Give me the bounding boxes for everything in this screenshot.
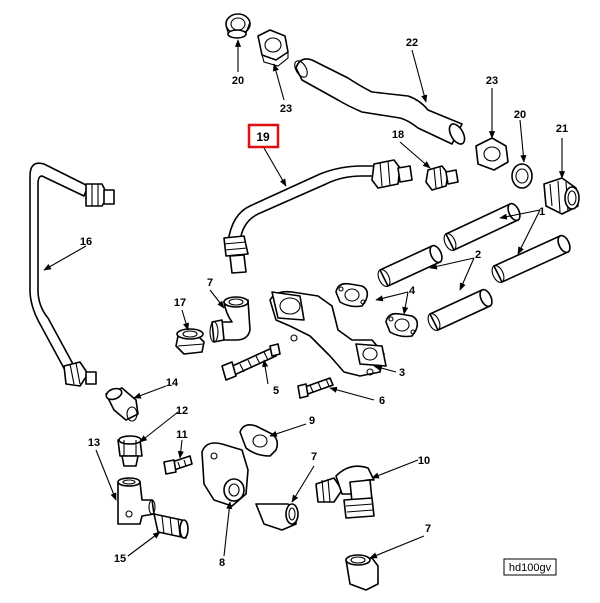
part-11-bolt — [163, 455, 193, 475]
callout-1: 1 — [539, 206, 545, 218]
callout-8: 8 — [219, 557, 225, 569]
highlight-box-19 — [247, 123, 280, 149]
callout-17: 17 — [174, 297, 186, 309]
part-20-ring-right — [511, 163, 533, 189]
part-6-bolt — [297, 377, 334, 399]
callout-6: 6 — [379, 395, 385, 407]
callout-22: 22 — [406, 37, 418, 49]
part-21-fitting — [543, 177, 580, 215]
part-13-tee — [117, 477, 156, 525]
callout-21: 21 — [556, 123, 568, 135]
callout-7-upper: 7 — [207, 277, 213, 289]
callout-19: 19 — [256, 130, 270, 144]
part-2-sleeve-lower — [427, 288, 493, 331]
part-4-gasket-upper — [335, 282, 369, 308]
callout-11: 11 — [176, 429, 188, 441]
callout-7-middle: 7 — [311, 451, 317, 463]
part-14-elbow — [105, 387, 139, 422]
part-16-long-tube — [29, 162, 115, 387]
callout-16: 16 — [80, 236, 92, 248]
callout-9: 9 — [309, 415, 315, 427]
callout-10: 10 — [418, 455, 430, 467]
part-3-manifold — [269, 290, 387, 377]
part-9-gasket — [239, 424, 279, 457]
callout-7-bottom: 7 — [425, 523, 431, 535]
callout-14: 14 — [166, 377, 179, 389]
callout-23-right: 23 — [486, 75, 498, 87]
part-23-nut-right — [475, 137, 509, 171]
part-4-gasket-lower — [385, 312, 419, 338]
part-22-hose — [294, 58, 466, 145]
callout-12: 12 — [176, 405, 188, 417]
callout-5: 5 — [273, 385, 279, 397]
callout-2: 2 — [475, 249, 481, 261]
callout-20-right: 20 — [514, 109, 526, 121]
part-7-elbow-upper — [209, 296, 251, 343]
reference-code: hd100gv — [503, 558, 557, 576]
callout-labels: 20 23 22 23 20 21 18 19 16 1 2 4 7 17 5 … — [80, 37, 568, 569]
part-10-tube — [315, 465, 375, 519]
callout-4: 4 — [409, 285, 416, 297]
part-20-ring-top — [225, 13, 251, 39]
part-7-elbow-middle — [255, 503, 299, 531]
callout-23-top: 23 — [280, 103, 292, 115]
part-5-bolt — [221, 343, 281, 381]
callout-3: 3 — [399, 367, 405, 379]
part-1-sleeve-lower — [491, 234, 571, 283]
part-19-bent-tube — [223, 159, 413, 274]
part-17-fitting — [175, 328, 205, 355]
part-7-elbow-bottom — [345, 554, 379, 591]
leader-lines — [43, 39, 566, 559]
part-12-fitting — [117, 435, 143, 467]
part-8-flange — [201, 442, 249, 507]
part-1-sleeve-upper — [443, 202, 521, 251]
callout-13: 13 — [88, 437, 100, 449]
part-15-plug — [153, 513, 189, 539]
reference-code-text: hd100gv — [509, 562, 552, 574]
callout-18: 18 — [392, 129, 404, 141]
callout-20-top: 20 — [232, 75, 244, 87]
part-18-fitting — [425, 165, 459, 191]
part-2-sleeve-upper — [377, 244, 443, 287]
callout-15: 15 — [114, 553, 126, 565]
part-23-nut-top — [257, 29, 289, 67]
